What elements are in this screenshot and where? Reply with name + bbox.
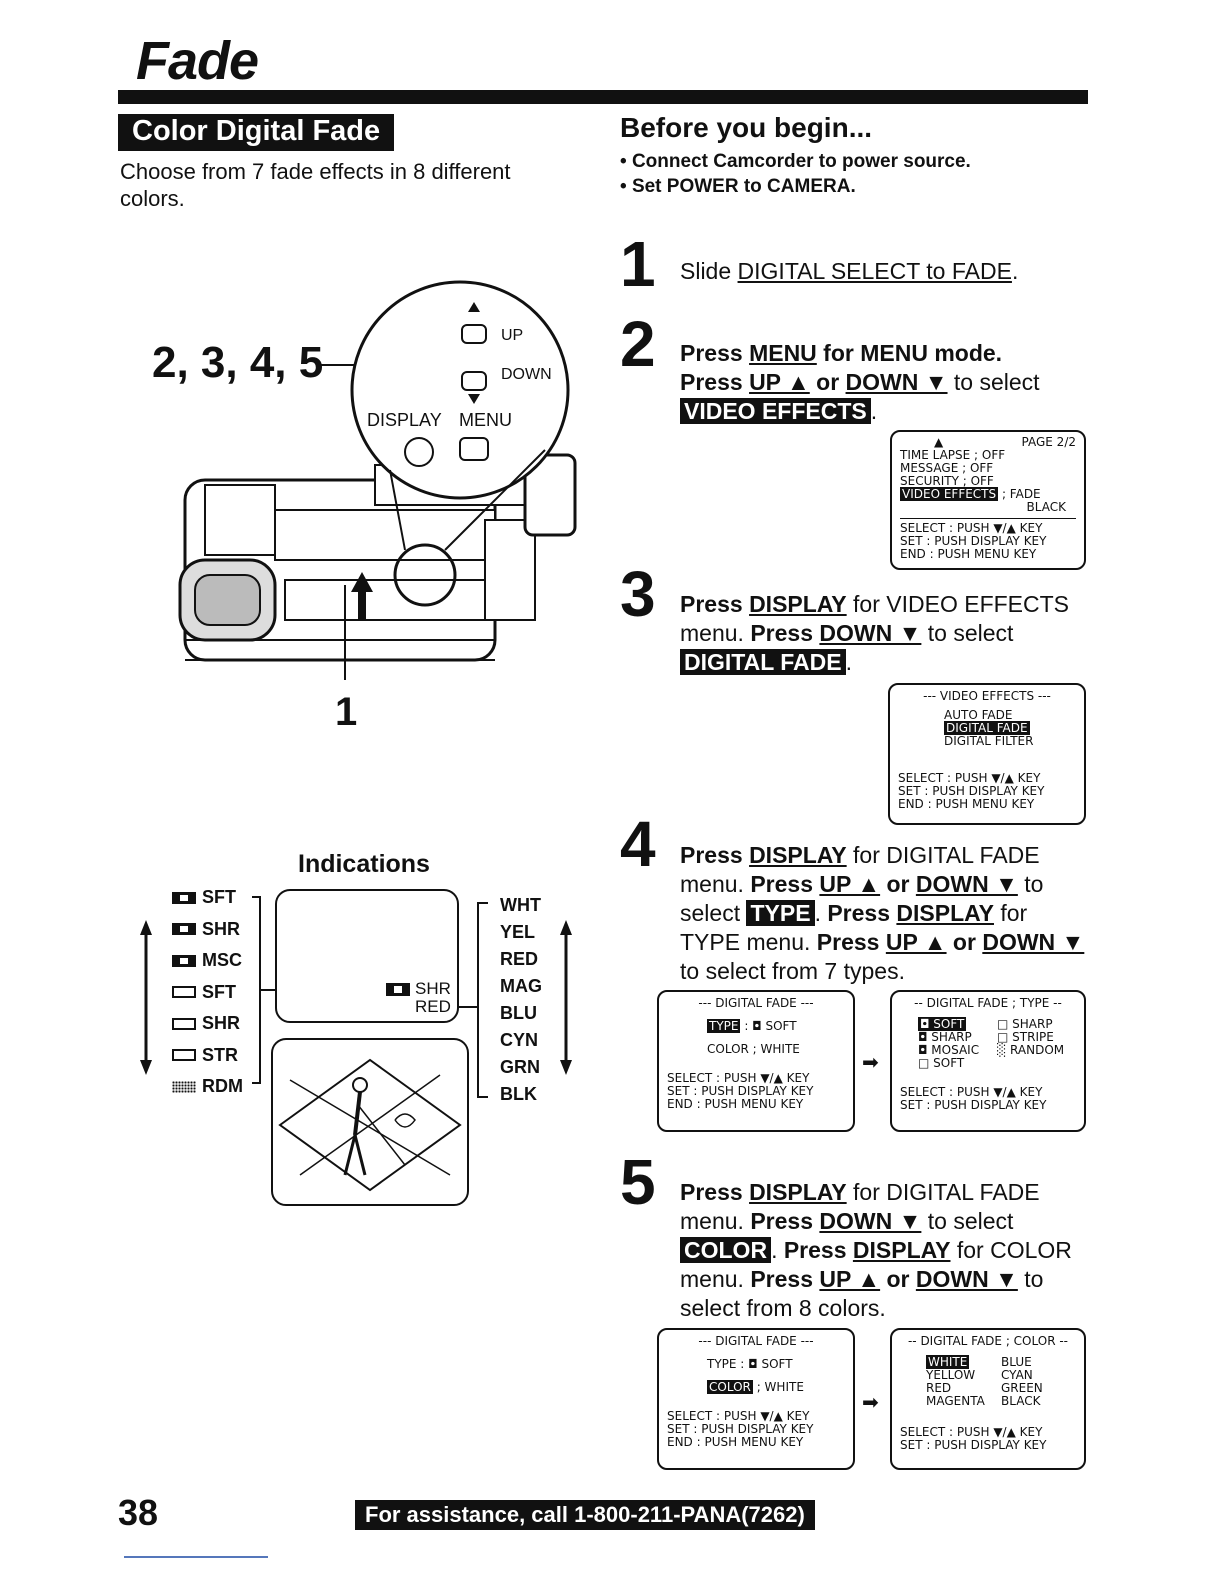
fade-color-item: BLK [500,1084,537,1104]
step-number: 5 [620,1146,656,1218]
fade-color-item: GRN [500,1057,540,1077]
footer-line [124,1556,268,1558]
fade-color-item: RED [500,949,539,969]
fade-color-item: CYN [500,1030,539,1050]
assistance-banner: For assistance, call 1-800-211-PANA(7262… [355,1500,815,1530]
fade-type-icon [172,923,196,936]
up-label: UP [501,327,524,344]
indications-diagram [140,889,572,1206]
fade-color-item: WHT [500,895,541,915]
fade-type-item: RDM [172,1071,243,1103]
down-label: DOWN [501,366,552,383]
step-4-text: Press DISPLAY for DIGITAL FADE menu. Pre… [680,842,1085,984]
lcd-type-options: -- DIGITAL FADE ; TYPE -- ◘ SOFT □ SHARP… [890,990,1086,1132]
intro-text: Choose from 7 fade effects in 8 differen… [120,159,511,211]
lcd-digital-fade-type: --- DIGITAL FADE --- TYPE : ◘ SOFT COLOR… [657,990,855,1132]
indications-title: Indications [298,850,430,878]
before-item: Set POWER to CAMERA. [620,174,971,199]
step-number: 2 [620,308,656,380]
fade-type-item: SFT [172,882,243,914]
display-label: DISPLAY [367,410,442,430]
camcorder-illustration [178,280,577,680]
fade-type-item: SFT [172,977,243,1009]
before-title: Before you begin... [620,112,873,143]
step-2-text: Press MENU for MENU mode. Press UP ▲ or … [680,340,1040,424]
fade-color-list: WHT YEL RED MAG BLU CYN GRN BLK [500,892,542,1108]
screen-type-indicator: SHR [415,979,451,998]
step-number: 1 [620,228,656,300]
lcd-menu-page2: ▲PAGE 2/2 TIME LAPSE ; OFF MESSAGE ; OFF… [890,430,1086,570]
section-header: Color Digital Fade [118,114,395,151]
fade-type-icon [172,1017,196,1030]
page-title: Fade [136,31,259,91]
fade-type-item: SHR [172,914,243,946]
screen-color-indicator: RED [415,997,451,1016]
fade-type-icon [172,891,196,904]
lcd-digital-fade-color: --- DIGITAL FADE --- TYPE : ◘ SOFT COLOR… [657,1328,855,1470]
before-list: Connect Camcorder to power source. Set P… [620,149,971,199]
fade-type-icon [172,986,196,999]
lcd-color-options: -- DIGITAL FADE ; COLOR -- WHITE BLUE YE… [890,1328,1086,1470]
title-rule [118,90,1088,104]
fade-type-item: SHR [172,1008,243,1040]
callout-steps-2-5: 2, 3, 4, 5 [152,338,324,387]
fade-color-item: BLU [500,1003,537,1023]
step-number: 4 [620,808,656,880]
step-3-text: Press DISPLAY for VIDEO EFFECTS menu. Pr… [680,591,1070,675]
fade-type-item: MSC [172,945,243,977]
menu-label: MENU [459,410,512,430]
fade-type-icon [172,954,196,967]
step-number: 3 [620,558,656,630]
before-item: Connect Camcorder to power source. [620,149,971,174]
fade-type-item: STR [172,1040,243,1072]
lcd-video-effects: --- VIDEO EFFECTS --- AUTO FADE DIGITAL … [888,683,1086,825]
fade-color-item: MAG [500,976,542,996]
page-number: 38 [118,1492,159,1533]
fade-color-item: YEL [500,922,536,942]
arrow-right-icon: ➡ [862,1052,879,1074]
fade-type-icon [172,1080,196,1093]
step-1-text: Slide DIGITAL SELECT to FADE. [680,258,1019,284]
fade-type-icon [172,1049,196,1062]
step-5-text: Press DISPLAY for DIGITAL FADE menu. Pre… [680,1179,1072,1321]
fade-type-list: SFT SHR MSC SFT SHR STR RDM [172,882,243,1103]
arrow-right-icon: ➡ [862,1392,879,1414]
callout-step-1: 1 [335,690,358,734]
